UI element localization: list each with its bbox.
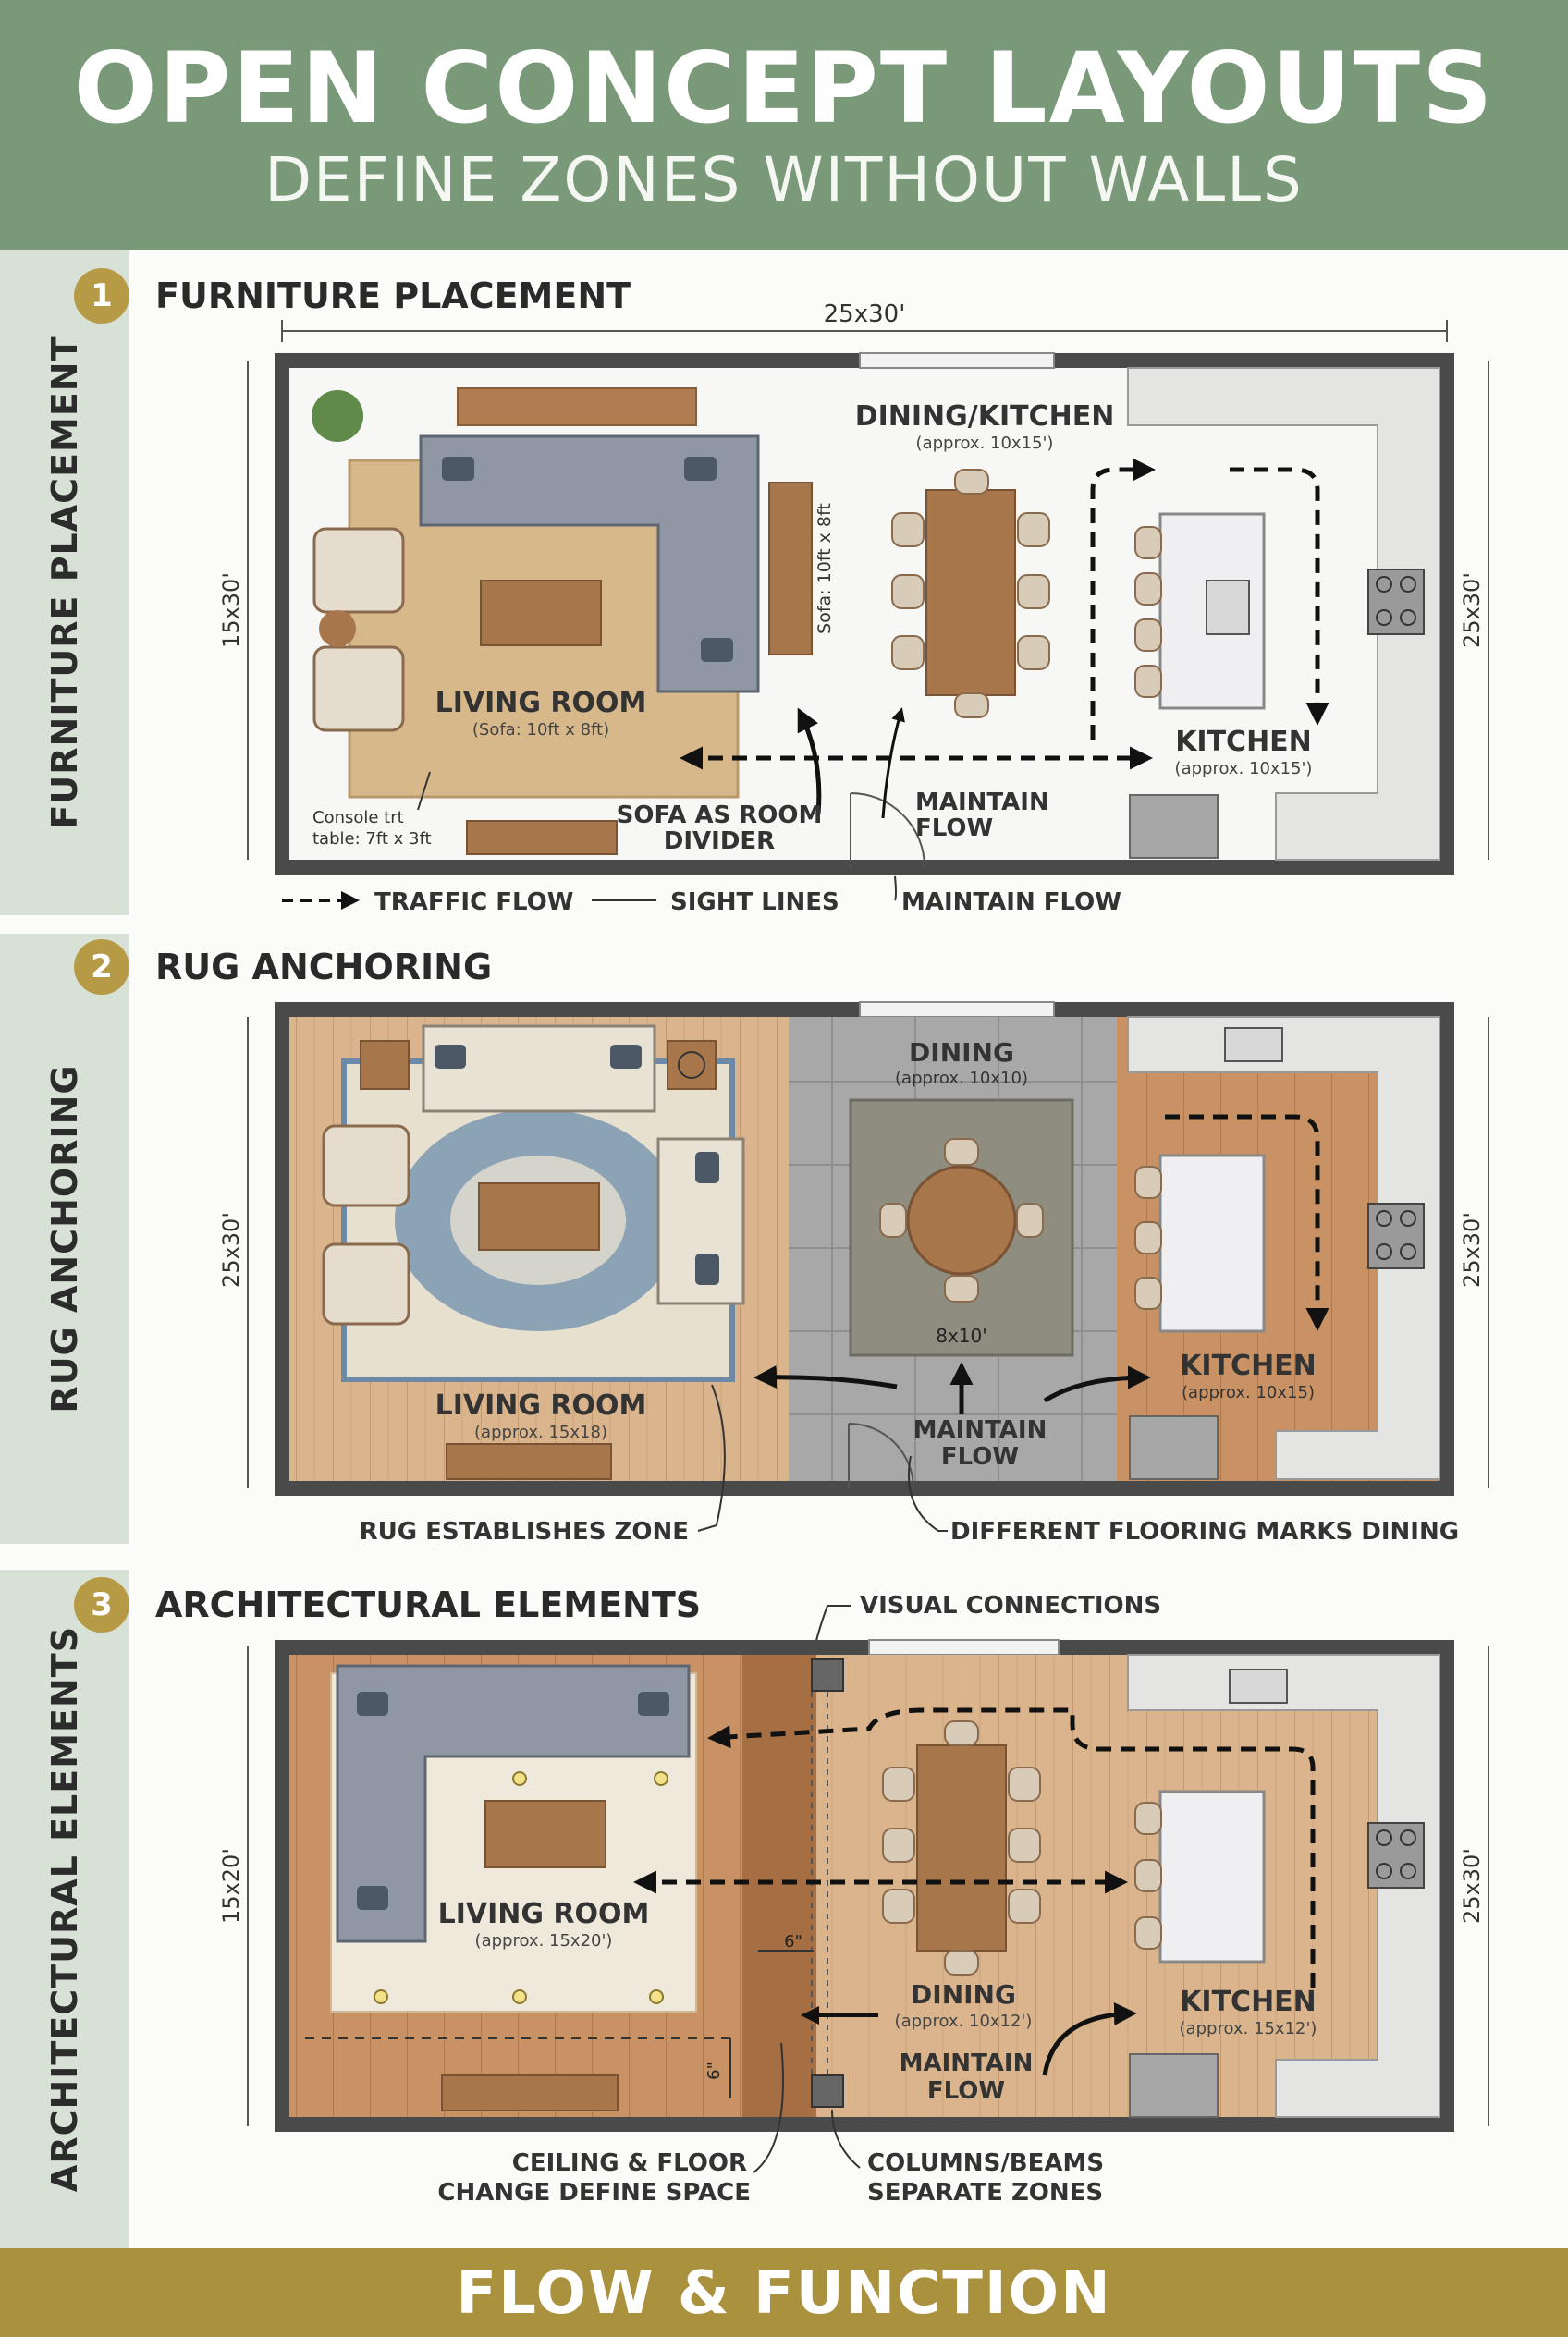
plan-1-dining-sub: (approx. 10x15') xyxy=(916,434,1054,453)
plan-1-maintain-1: MAINTAIN xyxy=(915,789,1049,816)
plan-3-note-columns-2: SEPARATE ZONES xyxy=(867,2179,1103,2207)
plan-2-dim-right: 25x30' xyxy=(1459,1212,1485,1288)
footer-banner: FLOW & FUNCTION xyxy=(0,2248,1568,2337)
plan-2-note-rug: RUG ESTABLISHES ZONE xyxy=(360,1518,689,1546)
plan-3-dining-label: DINING xyxy=(911,1979,1016,2010)
plan-3-six-1: 6" xyxy=(784,1932,802,1952)
legend-sight: SIGHT LINES xyxy=(670,888,839,916)
plan-3-note-columns-1: COLUMNS/BEAMS xyxy=(867,2149,1104,2177)
plan-2: 25x30' 25x30' xyxy=(218,1001,1489,1546)
plan-1-living-sub: (Sofa: 10ft x 8ft) xyxy=(472,720,609,740)
section-1-heading: 1 FURNITURE PLACEMENT xyxy=(74,268,631,324)
plan-1-dining-table xyxy=(925,489,1016,696)
section-2-title: RUG ANCHORING xyxy=(155,947,493,987)
plan-3-dining-sub: (approx. 10x12') xyxy=(895,2012,1033,2031)
plan-3-six-2: 6" xyxy=(704,2062,724,2080)
plan-3-dim-right: 25x30' xyxy=(1459,1848,1485,1924)
plant-icon xyxy=(312,390,363,442)
plan-3-visual: VISUAL CONNECTIONS xyxy=(860,1592,1161,1620)
plan-2-round-table xyxy=(906,1165,1017,1276)
plan-3: VISUAL CONNECTIONS 15x20' 25x30' xyxy=(218,1592,1489,2207)
plan-2-maintain-1: MAINTAIN xyxy=(913,1416,1047,1444)
plan-1-dim-right: 25x30' xyxy=(1459,572,1485,648)
plan-2-rug-size: 8x10' xyxy=(936,1325,987,1347)
section-2-heading: 2 RUG ANCHORING xyxy=(74,939,492,995)
plan-1-counters xyxy=(1127,367,1440,861)
plan-3-beam-strip xyxy=(742,1655,816,2117)
page-subtitle: DEFINE ZONES WITHOUT WALLS xyxy=(264,144,1304,215)
section-3-badge: 3 xyxy=(74,1577,129,1633)
plan-1-sectional xyxy=(419,434,760,693)
plan-1-armchair-1 xyxy=(312,527,405,614)
section-1-title: FURNITURE PLACEMENT xyxy=(155,275,631,316)
plan-3-sectional xyxy=(336,1664,691,1943)
plan-3-dim-left: 15x20' xyxy=(218,1848,244,1924)
plan-1-dining-label: DINING/KITCHEN xyxy=(855,400,1115,433)
plan-3-dining-floor xyxy=(816,1655,1439,2117)
plan-1-fridge xyxy=(1129,794,1219,859)
plan-2-living-label: LIVING ROOM xyxy=(435,1389,647,1422)
plan-3-living-label: LIVING ROOM xyxy=(438,1898,650,1930)
plan-1-stove xyxy=(1367,569,1425,635)
plan-1-kitchen-sub: (approx. 10x15') xyxy=(1175,759,1313,778)
plan-2-dining-sub: (approx. 10x10) xyxy=(895,1069,1028,1088)
plan-1-console-top xyxy=(457,387,697,426)
plan-3-maintain-2: FLOW xyxy=(927,2077,1005,2105)
legend-maintain: MAINTAIN FLOW xyxy=(901,888,1121,916)
plan-1-divider-1: SOFA AS ROOM xyxy=(617,801,823,829)
footer-title: FLOW & FUNCTION xyxy=(456,2259,1112,2328)
plan-3-column-bottom xyxy=(811,2074,844,2108)
plan-1-sofa-note: Sofa: 10ft x 8ft xyxy=(815,503,835,634)
side-panel-3: ARCHITECTURAL ELEMENTS xyxy=(0,1570,129,2248)
plan-2-living-sub: (approx. 15x18) xyxy=(474,1423,607,1442)
side-panel-1: FURNITURE PLACEMENT xyxy=(0,250,129,915)
legend-traffic: TRAFFIC FLOW xyxy=(374,888,573,916)
plan-1-armchair-2 xyxy=(312,645,405,732)
plan-1-console-table xyxy=(768,482,813,655)
side-panel-2: RUG ANCHORING xyxy=(0,934,129,1544)
plan-2-maintain-2: FLOW xyxy=(941,1443,1019,1471)
plan-3-living-sub: (approx. 15x20') xyxy=(475,1931,613,1951)
plan-3-kitchen-label: KITCHEN xyxy=(1180,1986,1317,2018)
plan-1-console-note-1: Console trt xyxy=(312,808,404,827)
section-1-badge: 1 xyxy=(74,268,129,324)
plan-2-note-floor: DIFFERENT FLOORING MARKS DINING xyxy=(950,1518,1459,1546)
plan-3-maintain-1: MAINTAIN xyxy=(900,2049,1034,2077)
plan-2-kitchen-sub: (approx. 10x15) xyxy=(1182,1383,1315,1402)
plan-1-maintain-2: FLOW xyxy=(915,814,993,842)
plan-3-column-top xyxy=(811,1658,844,1692)
plan-1-dim-top: 25x30' xyxy=(824,300,906,328)
plan-1-tv-console xyxy=(466,820,618,855)
plan-2-dim-left: 25x30' xyxy=(218,1212,244,1288)
plan-1: 25x30' 15x30' 25x30' xyxy=(218,300,1489,916)
plan-3-note-ceiling-1: CEILING & FLOOR xyxy=(512,2149,747,2177)
plan-2-kitchen-label: KITCHEN xyxy=(1180,1350,1317,1382)
plan-3-kitchen-sub: (approx. 15x12') xyxy=(1180,2019,1317,2038)
section-2-badge: 2 xyxy=(74,939,129,995)
plan-1-window xyxy=(859,352,1055,369)
plan-1-dim-left: 15x30' xyxy=(218,572,244,648)
plan-1-kitchen-label: KITCHEN xyxy=(1175,726,1312,758)
page-title: OPEN CONCEPT LAYOUTS xyxy=(73,31,1495,145)
plan-2-dining-label: DINING xyxy=(909,1037,1014,1068)
plan-3-note-ceiling-2: CHANGE DEFINE SPACE xyxy=(437,2179,751,2207)
plan-1-living-label: LIVING ROOM xyxy=(435,687,647,719)
plan-1-coffee-table xyxy=(480,580,602,646)
section-3-heading: 3 ARCHITECTURAL ELEMENTS xyxy=(74,1577,701,1633)
header-banner: OPEN CONCEPT LAYOUTS DEFINE ZONES WITHOU… xyxy=(0,0,1568,250)
plan-1-console-note-2: table: 7ft x 3ft xyxy=(312,829,432,849)
section-3-title: ARCHITECTURAL ELEMENTS xyxy=(155,1585,702,1625)
plan-1-divider-2: DIVIDER xyxy=(664,827,775,855)
